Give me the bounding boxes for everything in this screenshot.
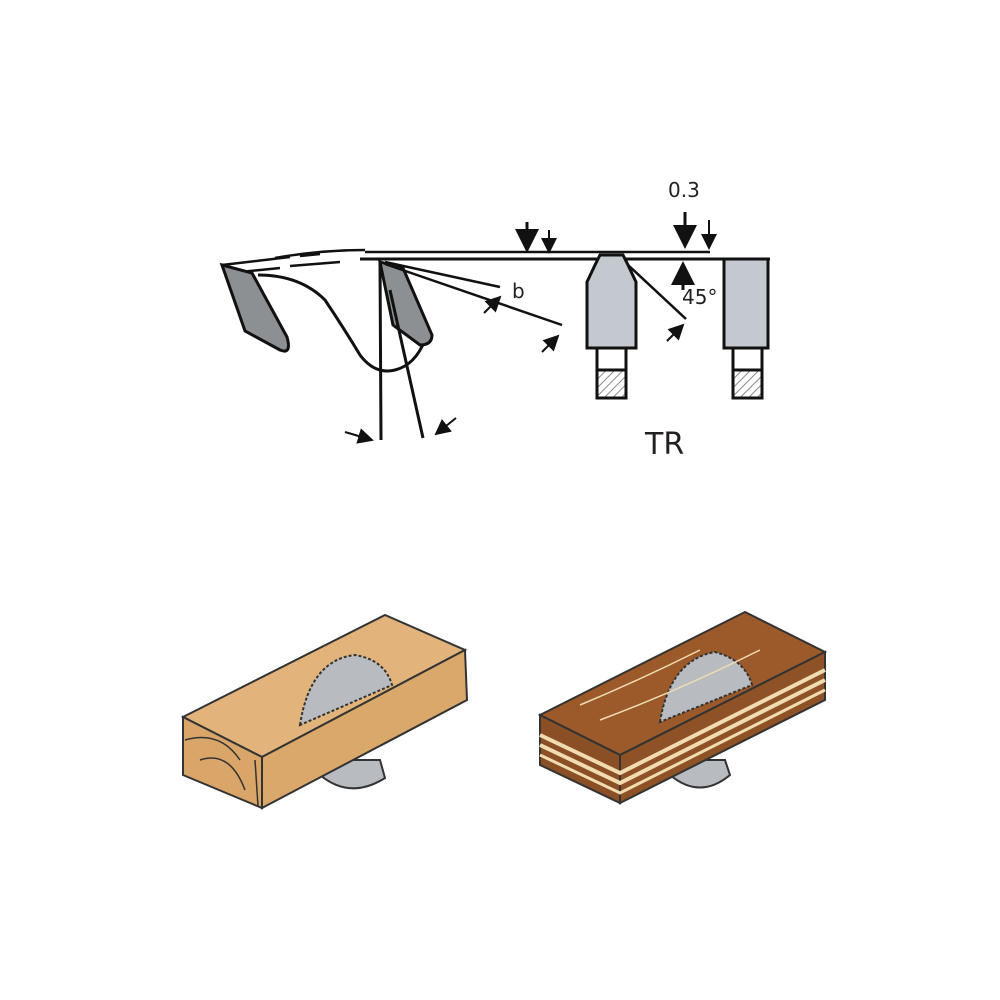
flat-tooth	[722, 257, 770, 350]
tooth-middle	[378, 259, 434, 347]
tooth-type-label: TR	[644, 427, 684, 462]
tooth-left	[219, 262, 290, 353]
width-label: b	[512, 279, 525, 303]
laminated-wood-block	[537, 610, 828, 805]
blade-upper	[298, 653, 394, 727]
trapezoid-tooth	[585, 253, 638, 350]
angle-label: 45°	[682, 285, 717, 309]
solid-wood-block	[180, 613, 469, 810]
clearance-label: 0.3	[668, 178, 700, 202]
